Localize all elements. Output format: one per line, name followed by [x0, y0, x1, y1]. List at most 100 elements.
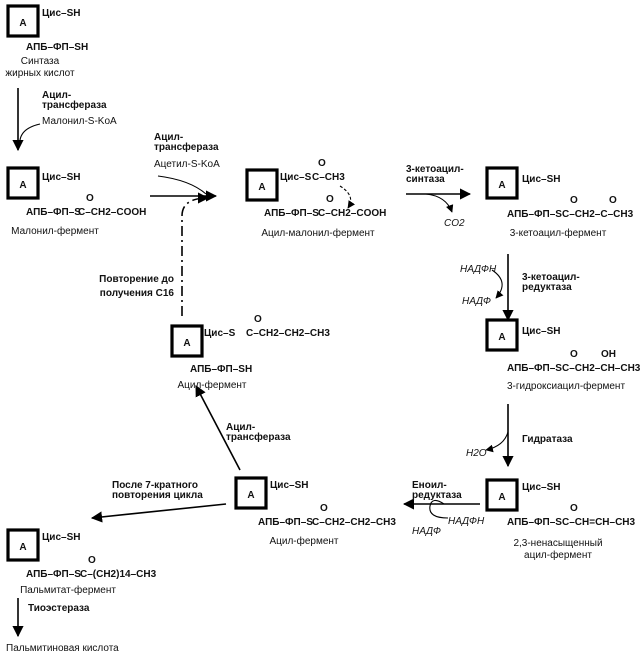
- enoyl-reductase-line1: Еноил-: [412, 480, 447, 491]
- oxo-label: O: [320, 503, 328, 514]
- oxo-label: O: [570, 503, 578, 514]
- oh-label: OH: [601, 349, 616, 360]
- enzyme-box: [6, 4, 40, 38]
- condensation-dashed-arrow: [339, 185, 356, 209]
- cys-sh-label: Цис–SH: [42, 532, 80, 543]
- ketoacyl-reductase-line1: 3-кетоацил-: [522, 272, 580, 283]
- ketoacyl-synthase-line2: синтаза: [406, 174, 445, 185]
- oxo-label: O: [609, 195, 617, 206]
- enzyme-letter: A: [498, 492, 505, 503]
- malonyl-chain: C–CH2–COOH: [78, 207, 146, 218]
- thioesterase-label: Тиоэстераза: [28, 603, 90, 614]
- oxo-label: O: [88, 555, 96, 566]
- acyltransferase-3-line2: трансфераза: [226, 431, 291, 443]
- oxo-label: O: [318, 158, 326, 169]
- enzyme-box: [6, 166, 40, 200]
- unsaturated-label-2: ацил-фермент: [524, 549, 592, 561]
- acyltransferase-2-line1: Ацил-: [154, 132, 183, 143]
- acetyl-coa-curve: [157, 175, 207, 195]
- butyryl-chain: C–CH2–CH2–CH3: [312, 517, 396, 528]
- unsaturated-label-1: 2,3-ненасыщенный: [513, 538, 602, 549]
- nadph-label-2: НАДФН: [448, 516, 485, 527]
- palmitate-enzyme-label: Пальмитат-фермент: [20, 584, 116, 596]
- palmitic-acid-label: Пальмитиновая кислота: [6, 643, 119, 654]
- malonyl-enzyme-label: Малонил-фермент: [11, 225, 99, 237]
- oxo-label: O: [570, 195, 578, 206]
- repeat-line1: Повторение до: [99, 274, 174, 285]
- acp-sh-label: АПБ–ФП–SH: [190, 364, 252, 375]
- malonyl-coa-curve: [19, 123, 41, 141]
- enzyme-palmitate: A Цис–SH АПБ–ФП–S C–(CH2)14–CH3 O Пальми…: [6, 528, 157, 596]
- water-release-curve: [485, 431, 509, 453]
- cys-sh-label: Цис–SH: [522, 326, 560, 337]
- acyltransferase-1-line1: Ацил-: [42, 90, 71, 101]
- acp-s-label: АПБ–ФП–S: [507, 517, 562, 528]
- hydroxyacyl-chain: C–CH2–CH–CH3: [562, 363, 641, 374]
- acp-s-label: АПБ–ФП–S: [26, 569, 81, 580]
- ketoacyl-reductase-line2: редуктаза: [522, 282, 572, 293]
- nadph-curve-1: [491, 269, 504, 299]
- oxo-label: O: [254, 314, 262, 325]
- enzyme-malonyl: A Цис–SH АПБ–ФП–S C–CH2–COOH O Малонил-ф…: [6, 166, 146, 237]
- enzyme-acyl-bottom: A Цис–SH АПБ–ФП–S C–CH2–CH2–CH3 O Ацил-ф…: [234, 476, 396, 547]
- enzyme-letter: A: [183, 338, 190, 349]
- acp-s-label: АПБ–ФП–S: [507, 209, 562, 220]
- acp-s-label: АПБ–ФП–S: [264, 208, 319, 219]
- after-cycle-line2: повторения цикла: [112, 490, 203, 501]
- enzyme-box: [485, 166, 519, 200]
- enzyme-letter: A: [498, 332, 505, 343]
- enzyme-box: [234, 476, 268, 510]
- enzyme-acyl-top: A Цис–S C–CH2–CH2–CH3 O АПБ–ФП–SH Ацил-ф…: [170, 314, 330, 391]
- acp-s-label: АПБ–ФП–S: [26, 207, 81, 218]
- acp-s-label: АПБ–ФП–S: [258, 517, 313, 528]
- co2-label: CO2: [444, 218, 465, 229]
- enzyme-hydroxyacyl: A Цис–SH АПБ–ФП–S C–CH2–CH–CH3 O OH 3-ги…: [485, 318, 641, 392]
- enzyme-letter: A: [19, 542, 26, 553]
- enoyl-cofactor-curve: [429, 499, 449, 519]
- co2-release-curve: [425, 193, 454, 213]
- nadph-label-1: НАДФН: [460, 264, 497, 275]
- cys-sh-label: Цис–SH: [522, 174, 560, 185]
- repeat-line2: получения С16: [100, 288, 175, 299]
- enzyme-acyl-malonyl: A Цис–S C–CH3 O АПБ–ФП–S C–CH2–COOH O Ац…: [245, 158, 386, 239]
- enzyme-letter: A: [498, 180, 505, 191]
- acyl-malonyl-chain: C–CH2–COOH: [318, 208, 386, 219]
- enzyme-box: [6, 528, 40, 562]
- acyltransferase-3-line1: Ацил-: [226, 422, 255, 433]
- acetyl-chain: C–CH3: [312, 172, 345, 183]
- ketoacyl-synthase-line1: 3-кетоацил-: [406, 164, 464, 175]
- enzyme-letter: A: [247, 490, 254, 501]
- oxo-label: O: [570, 349, 578, 360]
- cys-sh-label: Цис–SH: [42, 8, 80, 19]
- oxo-label: O: [86, 193, 94, 204]
- enoyl-reductase-line2: редуктаза: [412, 490, 462, 501]
- h2o-label: H2O: [466, 448, 487, 459]
- enzyme-unsaturated: A Цис–SH АПБ–ФП–S C–CH=CH–CH3 O 2,3-нена…: [485, 478, 636, 561]
- cys-sh-label: Цис–SH: [522, 482, 560, 493]
- after-cycle-line1: После 7-кратного: [112, 480, 198, 491]
- unsaturated-chain: C–CH=CH–CH3: [562, 517, 636, 528]
- enzyme-box: [485, 318, 519, 352]
- hydroxyacyl-enzyme-label: 3-гидроксиацил-фермент: [507, 380, 626, 392]
- cys-s-label: Цис–S: [204, 328, 236, 339]
- acyltransferase-2-line2: трансфераза: [154, 141, 219, 153]
- acyl-enzyme-label-bottom: Ацил-фермент: [269, 535, 338, 547]
- synthase-label-1: Синтаза: [21, 56, 60, 67]
- acyl-enzyme-label-top: Ацил-фермент: [177, 379, 246, 391]
- oxo-label: O: [326, 194, 334, 205]
- arrow-to-palmitate: [90, 503, 227, 523]
- ketoacyl-chain: C–CH2–C–CH3: [562, 209, 634, 220]
- acetyl-coa-label: Ацетил-S-KoA: [154, 159, 220, 170]
- hydratase-label: Гидратаза: [522, 434, 573, 445]
- enzyme-box: [485, 478, 519, 512]
- enzyme-box: [170, 324, 204, 358]
- enzyme-synthase: A Цис–SH АПБ–ФП–SH Синтаза жирных кислот: [5, 4, 88, 79]
- enzyme-ketoacyl: A Цис–SH АПБ–ФП–S C–CH2–C–CH3 O O 3-кето…: [485, 166, 634, 239]
- nadp-label-2: НАДФ: [412, 526, 441, 537]
- butyryl-chain-top: C–CH2–CH2–CH3: [246, 328, 330, 339]
- enzyme-letter: A: [258, 182, 265, 193]
- cys-sh-label: Цис–SH: [270, 480, 308, 491]
- acyl-malonyl-enzyme-label: Ацил-малонил-фермент: [261, 227, 375, 239]
